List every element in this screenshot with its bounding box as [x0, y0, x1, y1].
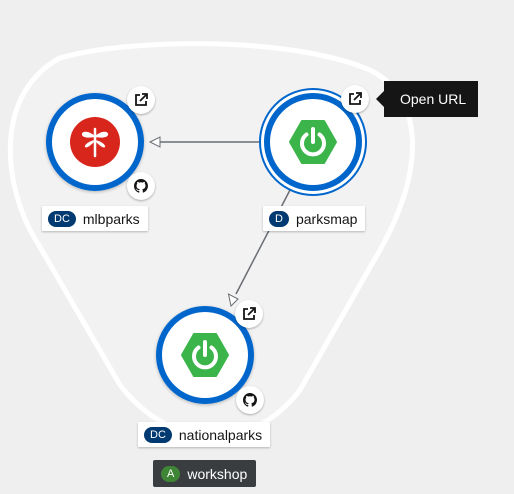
resource-kind-badge: DC	[48, 210, 76, 227]
edge-arrowhead-mlbparks	[148, 136, 161, 148]
open-url-tooltip: Open URL	[384, 81, 478, 117]
node-label-mlbparks[interactable]: DC mlbparks	[42, 206, 148, 231]
edit-source-code-button[interactable]	[236, 386, 264, 414]
node-name: mlbparks	[82, 210, 140, 227]
github-icon	[134, 179, 148, 193]
tooltip-arrow	[376, 91, 384, 107]
open-url-button[interactable]	[341, 85, 369, 113]
node-name: nationalparks	[178, 426, 263, 443]
node-label-nationalparks[interactable]: DC nationalparks	[138, 422, 271, 447]
open-url-button[interactable]	[235, 300, 263, 328]
spring-boot-icon	[180, 330, 230, 380]
resource-kind-badge: DC	[144, 426, 172, 443]
node-ring	[156, 306, 254, 404]
resource-kind-badge: D	[269, 210, 289, 227]
dragonfly-icon	[70, 117, 120, 167]
external-link-icon	[243, 307, 256, 320]
node-label-parksmap[interactable]: D parksmap	[263, 206, 366, 231]
open-url-button[interactable]	[127, 86, 155, 114]
edit-source-code-button[interactable]	[127, 172, 155, 200]
application-name: workshop	[187, 465, 248, 482]
node-name: parksmap	[295, 210, 358, 227]
application-badge: A	[161, 465, 181, 482]
node-ring	[264, 93, 362, 191]
node-mlbparks[interactable]	[46, 93, 144, 191]
application-group-label[interactable]: A workshop	[153, 460, 257, 487]
external-link-icon	[135, 93, 148, 106]
external-link-icon	[349, 92, 362, 105]
spring-boot-icon	[288, 117, 338, 167]
node-ring	[46, 93, 144, 191]
github-icon	[243, 393, 257, 407]
edge-arrowhead-nationalparks	[227, 293, 239, 308]
